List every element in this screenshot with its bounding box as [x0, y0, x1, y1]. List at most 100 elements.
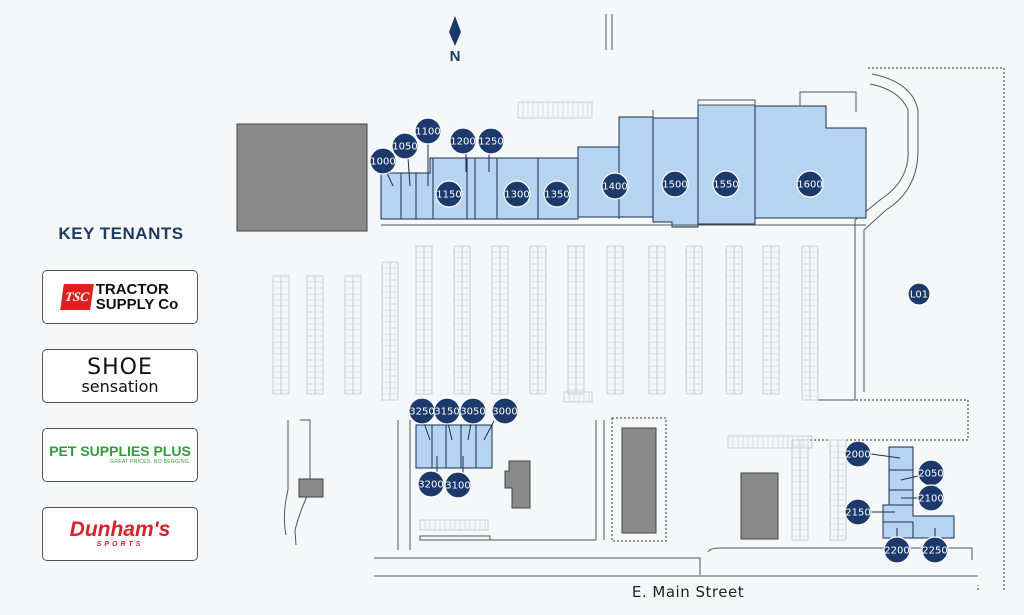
pet-supplies-plus-line1: PET SUPPLIES PLUS [49, 443, 191, 459]
north-arrow-icon [449, 16, 461, 46]
unit-marker-circle [883, 536, 911, 564]
unit-number-label: 3200 [418, 480, 443, 491]
small-building-outline [504, 460, 531, 509]
unit-number-label: 2150 [845, 508, 870, 519]
unit-marker-circle [844, 440, 872, 468]
unit-marker-circle [907, 282, 931, 306]
unit-leader-line [423, 422, 431, 441]
outparcel-building-gray [621, 427, 657, 534]
unit-marker-circle [543, 180, 571, 208]
unit-leader-line [900, 475, 919, 481]
unit-marker-1600[interactable]: 1600 [796, 170, 824, 198]
unit-marker-2100[interactable]: 2100 [901, 484, 945, 512]
parking-lots [272, 101, 847, 541]
pet-supplies-plus-line2: GREAT PRICES. NO BEGGING. [110, 459, 191, 465]
unit-leader-line [407, 157, 411, 187]
unit-marker-1550[interactable]: 1550 [712, 170, 740, 198]
unit-marker-circle [921, 536, 949, 564]
parking-row [453, 245, 471, 395]
shoe-sensation-logo: SHOE sensation [42, 349, 198, 403]
unit-marker-1300[interactable]: 1300 [503, 180, 531, 208]
unit-number-label: 1350 [544, 190, 569, 201]
parking-row [272, 275, 290, 395]
unit-marker-3200[interactable]: 3200 [417, 456, 445, 498]
unit-leader-line [447, 422, 453, 441]
parking-row [529, 245, 547, 395]
key-tenants-title: KEY TENANTS [58, 224, 184, 243]
pet-supplies-plus-logo: PET SUPPLIES PLUS GREAT PRICES. NO BEGGI… [42, 428, 198, 482]
unit-marker-3000[interactable]: 3000 [483, 397, 519, 441]
unit-marker-circle [796, 170, 824, 198]
unit-marker-1500[interactable]: 1500 [661, 170, 689, 198]
unit-number-label: 3100 [445, 481, 470, 492]
tractor-supply-line2: SUPPLY Co [95, 296, 179, 313]
unit-marker-1150[interactable]: 1150 [435, 180, 463, 208]
unit-number-label: 1200 [450, 137, 475, 148]
unit-marker-2150[interactable]: 2150 [844, 498, 895, 526]
unit-marker-3150[interactable]: 3150 [433, 397, 461, 441]
unit-marker-circle [477, 127, 505, 155]
parking-row [648, 245, 666, 395]
unit-marker-1200[interactable]: 1200 [449, 127, 477, 172]
unit-number-label: 2100 [918, 494, 943, 505]
outlot-boundary [810, 399, 969, 441]
unit-number-label: 3000 [492, 407, 517, 418]
unit-marker-2000[interactable]: 2000 [844, 440, 901, 468]
unit-number-label: 1500 [662, 180, 687, 191]
north-label: N [449, 48, 461, 65]
parking-strip [563, 391, 593, 403]
dunhams-line2: SPORTS [96, 541, 144, 548]
unit-number-label: 2250 [922, 546, 947, 557]
unit-marker-3050[interactable]: 3050 [459, 397, 487, 441]
unit-marker-circle [491, 397, 519, 425]
unit-leader-line [386, 172, 394, 187]
unit-number-label: 1600 [797, 180, 822, 191]
outparcel-building-gray-2 [740, 472, 779, 540]
unit-marker-1050[interactable]: 1050 [391, 132, 419, 187]
small-building-gray [298, 478, 324, 498]
unit-leader-line [870, 453, 901, 459]
parking-row [801, 245, 819, 401]
unit-marker-3250[interactable]: 3250 [408, 397, 436, 441]
unit-number-label: 1250 [478, 137, 503, 148]
shoe-sensation-line2: sensation [81, 377, 159, 396]
unit-marker-1350[interactable]: 1350 [543, 180, 571, 208]
unit-marker-circle [369, 147, 397, 175]
parking-row [306, 275, 324, 395]
tsc-badge: TSC [59, 284, 94, 310]
unit-marker-L01[interactable]: L01 [907, 282, 931, 306]
unit-marker-circle [444, 471, 472, 499]
tractor-supply-logo: TSC TRACTOR SUPPLY Co [42, 270, 198, 324]
unit-marker-circle [661, 170, 689, 198]
unit-marker-circle [712, 170, 740, 198]
unit-marker-1400[interactable]: 1400 [601, 172, 629, 200]
unit-number-label: 3250 [409, 407, 434, 418]
unit-marker-circle [391, 132, 419, 160]
unit-number-label: 3150 [434, 407, 459, 418]
outparcel-3000-strip [415, 424, 493, 469]
unit-marker-3100[interactable]: 3100 [444, 456, 472, 499]
unit-marker-2200[interactable]: 2200 [883, 528, 911, 564]
unit-marker-circle [414, 117, 442, 145]
unit-marker-circle [844, 498, 872, 526]
anchor-building-gray [236, 123, 368, 232]
unit-marker-2250[interactable]: 2250 [921, 528, 949, 564]
parking-row [829, 439, 847, 541]
dunhams-logo: Dunham's SPORTS [42, 507, 198, 561]
street-label: E. Main Street [631, 583, 745, 601]
parking-row [725, 245, 743, 395]
unit-number-label: 1050 [392, 142, 417, 153]
parking-row [685, 245, 703, 395]
parking-row [762, 245, 780, 395]
property-boundary [868, 67, 1005, 590]
parking-strip [419, 519, 489, 531]
unit-marker-circle [459, 397, 487, 425]
unit-marker-circle [417, 470, 445, 498]
unit-marker-1250[interactable]: 1250 [477, 127, 505, 172]
unit-leader-line [483, 420, 495, 441]
unit-marker-1100[interactable]: 1100 [414, 117, 442, 186]
parking-row [381, 261, 399, 401]
unit-marker-1000[interactable]: 1000 [369, 147, 397, 187]
